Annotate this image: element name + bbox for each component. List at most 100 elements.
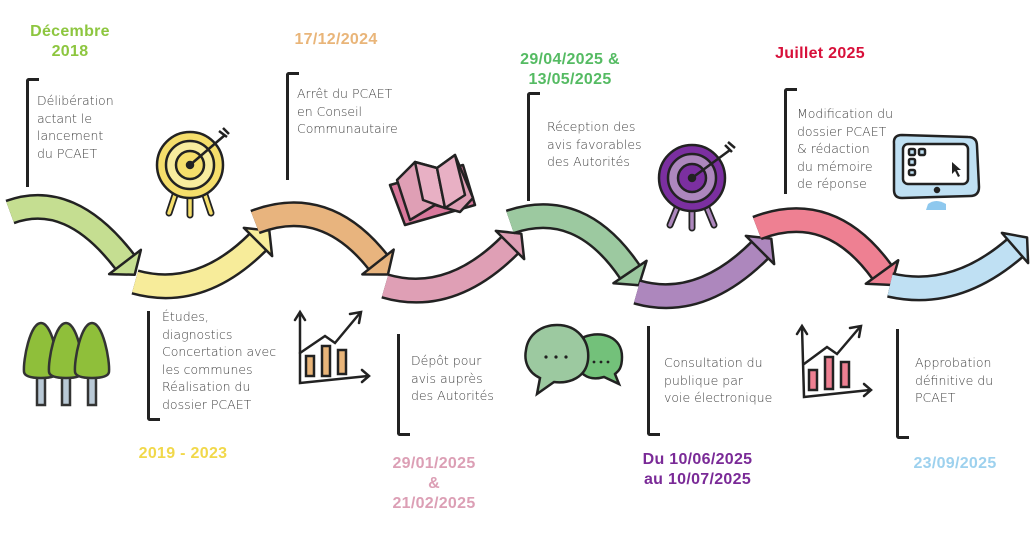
desc-line: avis auprès — [411, 370, 483, 386]
arrowhead — [494, 229, 526, 261]
step-4-bracket — [397, 334, 410, 436]
desc-line: Concertation avec — [162, 344, 277, 359]
date-line: 17/12/2024 — [294, 31, 378, 48]
desc-line: lancement — [37, 128, 104, 143]
desc-line: dossier PCAET — [797, 123, 887, 139]
growth-chart-icon — [795, 323, 873, 399]
step-8-description: Approbation définitive du PCAET — [915, 354, 993, 407]
step-3-date: 17/12/2024 — [276, 30, 396, 50]
step-1-bracket — [26, 78, 39, 187]
arrowhead — [107, 248, 143, 276]
desc-line: Approbation — [915, 355, 992, 370]
date-line: 23/09/2025 — [913, 455, 997, 472]
desc-line: Communautaire — [297, 121, 398, 136]
desc-line: avis favorables — [547, 136, 642, 152]
date-line: 2019 - 2023 — [138, 445, 228, 462]
desc-line: diagnostics — [162, 326, 233, 342]
speech-bubbles-icon — [524, 323, 624, 397]
date-line: au 10/07/2025 — [643, 471, 752, 488]
arrow-body — [887, 239, 1022, 299]
desc-line: Réalisation du — [162, 379, 251, 394]
step-5-bracket — [527, 92, 540, 201]
desc-line: des Autorités — [411, 388, 494, 403]
timeline-arrow-7 — [752, 207, 900, 287]
desc-line: PCAET — [915, 390, 956, 405]
arrowhead — [361, 248, 395, 276]
date-line: 2018 — [51, 43, 89, 60]
target-icon — [657, 141, 736, 232]
date-line: 21/02/2025 — [392, 495, 476, 512]
arrow-body — [634, 242, 768, 307]
step-6-date: Du 10/06/2025 au 10/07/2025 — [620, 450, 775, 490]
timeline-arrow-1 — [5, 193, 143, 276]
date-line: Du 10/06/2025 — [642, 451, 753, 468]
timeline-arrow-8 — [887, 231, 1030, 302]
growth-chart-icon — [293, 309, 371, 385]
step-2-date: 2019 - 2023 — [120, 444, 246, 464]
timeline-arrow-3 — [250, 201, 395, 276]
desc-line: & rédaction — [797, 141, 870, 156]
arrowhead — [612, 259, 648, 287]
desc-line: publique par — [664, 372, 743, 388]
step-4-date: 29/01/2025 & 21/02/2025 — [370, 454, 498, 514]
desc-line: des Autorités — [547, 154, 630, 169]
step-3-bracket — [286, 72, 299, 180]
timeline-arrow-6 — [633, 234, 776, 310]
step-7-bracket — [784, 88, 797, 194]
timeline-arrow-5 — [505, 203, 648, 287]
step-5-date: 29/04/2025 & 13/05/2025 — [495, 50, 645, 90]
timeline-arrow-4 — [381, 229, 526, 304]
date-line: & — [428, 475, 440, 492]
trees-icon — [22, 321, 111, 407]
step-6-description: Consultation du publique par voie électron… — [664, 354, 772, 407]
desc-line: Modification du — [797, 106, 894, 121]
step-4-description: Dépôt pour avis auprès des Autorités — [411, 352, 494, 405]
date-line: 29/04/2025 & — [520, 51, 620, 68]
desc-line: Consultation du — [664, 355, 763, 370]
date-line: 29/01/2025 — [392, 455, 476, 472]
desc-line: voie électronique — [664, 390, 773, 405]
target-icon — [155, 127, 230, 219]
arrowhead — [864, 259, 900, 287]
date-line: 13/05/2025 — [528, 71, 612, 88]
arrow-body — [753, 209, 891, 279]
step-6-bracket — [647, 326, 660, 436]
desc-line: Réception des — [547, 119, 636, 134]
step-1-description: Délibération actant le lancement du PCAET — [37, 92, 114, 162]
desc-line: Délibération — [37, 93, 114, 108]
desc-line: du mémoire — [797, 158, 873, 174]
step-8-bracket — [896, 329, 909, 439]
step-8-date: 23/09/2025 — [895, 454, 1015, 474]
arrowhead — [1000, 231, 1030, 265]
step-5-description: Réception des avis favorables des Autorité… — [547, 118, 642, 171]
arrow-body — [506, 205, 639, 279]
desc-line: Dépôt pour — [411, 353, 482, 368]
step-7-description: Modification du dossier PCAET & rédaction d… — [797, 105, 893, 193]
timeline-arrow-2 — [131, 226, 274, 300]
desc-line: les communes — [162, 361, 253, 377]
desc-line: Arrêt du PCAET — [297, 86, 393, 101]
desc-line: définitive du — [915, 372, 994, 388]
desc-line: dossier PCAET — [162, 396, 252, 412]
arrowhead — [744, 234, 776, 266]
monitor-icon — [892, 133, 981, 210]
date-line: Juillet 2025 — [775, 45, 865, 62]
arrow-body — [6, 196, 134, 269]
desc-line: en Conseil — [297, 103, 363, 119]
step-2-bracket — [147, 311, 160, 421]
desc-line: de réponse — [797, 176, 867, 191]
arrow-body — [382, 237, 518, 302]
arrow-body — [251, 203, 387, 269]
desc-line: Études, — [162, 309, 209, 324]
book-icon — [388, 153, 477, 227]
arrow-body — [132, 234, 266, 297]
desc-line: actant le — [37, 110, 93, 126]
arrowhead — [242, 226, 274, 258]
step-7-date: Juillet 2025 — [760, 44, 880, 64]
desc-line: du PCAET — [37, 145, 98, 161]
